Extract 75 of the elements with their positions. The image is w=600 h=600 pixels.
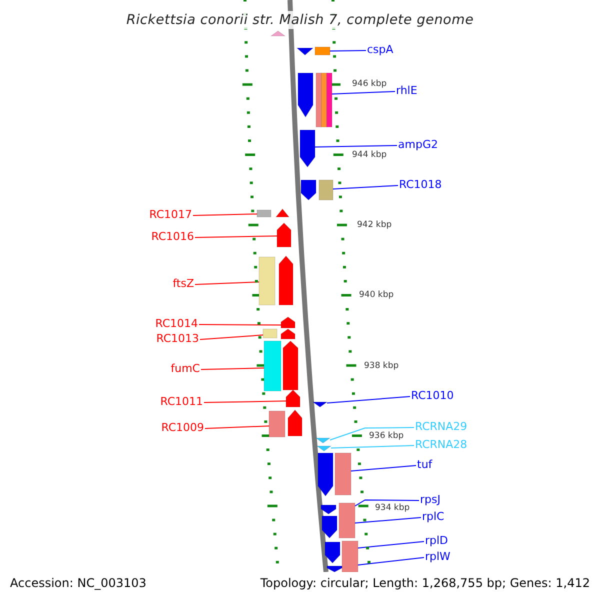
leader-line	[198, 324, 282, 326]
gene-box	[342, 540, 358, 572]
leader-line	[354, 517, 422, 524]
position-label: 944 kbp	[352, 151, 387, 160]
gene-label: rplW	[425, 551, 450, 562]
gene-label: rhlE	[396, 85, 418, 96]
gene-label: tuf	[417, 459, 432, 470]
gene-feature	[300, 130, 316, 168]
gene-feature	[278, 256, 294, 306]
gene-box	[338, 502, 356, 538]
gene-feature	[296, 48, 314, 56]
leader-line	[200, 334, 264, 340]
gene-feature	[324, 542, 340, 564]
gene-feature	[298, 72, 314, 118]
gene-feature	[280, 316, 296, 328]
gene-label: ampG2	[398, 139, 438, 150]
gene-label: RC1010	[411, 390, 454, 401]
gene-label: ftsZ	[172, 278, 194, 289]
gene-box	[268, 410, 286, 438]
gene-feature	[318, 452, 334, 496]
gene-label: rplC	[422, 511, 444, 522]
gene-label: fumC	[170, 363, 200, 374]
leader-line	[200, 368, 264, 370]
gene-label: RC1016	[151, 231, 194, 242]
gene-box	[264, 340, 282, 392]
footer-text: Topology: circular; Length: 1,268,755 bp; Genes: 1,412	[260, 577, 590, 589]
gene-label: rplD	[425, 535, 448, 546]
gene-feature	[312, 402, 328, 408]
leader-line	[326, 396, 410, 404]
gene-label: RCRNA29	[415, 421, 468, 432]
leader-line	[314, 145, 398, 148]
gene-box	[318, 180, 334, 200]
position-label: 934 kbp	[375, 504, 410, 512]
leader-line	[350, 465, 416, 472]
gene-label: cspA	[367, 44, 394, 55]
gene-feature	[286, 390, 300, 408]
gene-label: RC1013	[156, 333, 199, 344]
leader-line	[358, 541, 424, 548]
gene-box	[334, 452, 352, 496]
leader-line	[332, 91, 396, 94]
leader-line	[204, 426, 270, 429]
gene-box	[256, 210, 272, 218]
leader-line	[194, 282, 260, 285]
gene-box	[316, 72, 332, 128]
gene-box	[258, 256, 276, 306]
gene-label: RC1018	[399, 179, 442, 190]
leader-line	[330, 427, 414, 440]
leader-line	[330, 445, 414, 448]
gene-label: RC1009	[161, 422, 204, 433]
leader-line	[194, 236, 278, 238]
gene-box	[262, 328, 278, 338]
position-label: 942 kbp	[357, 221, 392, 230]
gene-box	[314, 46, 330, 56]
map-title: Rickettsia conorii str. Malish 7, complete genome	[124, 11, 476, 29]
leader-line	[330, 50, 366, 52]
gene-label: RC1017	[149, 209, 192, 220]
position-label: 946 kbp	[352, 80, 387, 88]
position-label: 938 kbp	[364, 362, 399, 370]
gene-feature	[315, 438, 330, 444]
gene-label: rpsJ	[420, 494, 440, 505]
gene-feature	[288, 410, 302, 436]
gene-label: RCRNA28	[415, 439, 468, 450]
leader-line	[354, 500, 420, 506]
position-label: 940 kbp	[359, 291, 394, 300]
gene-label: RC1014	[155, 318, 198, 329]
footer-text: Accession: NC_003103	[10, 577, 146, 589]
gene-feature	[300, 180, 316, 200]
position-label: 936 kbp	[369, 432, 404, 440]
gene-feature	[275, 208, 290, 218]
leader-line	[358, 557, 424, 566]
leader-line	[192, 214, 258, 216]
gene-label: RC1011	[160, 396, 203, 407]
leader-line	[204, 400, 286, 403]
gene-feature	[276, 222, 292, 248]
leader-line	[332, 185, 398, 190]
